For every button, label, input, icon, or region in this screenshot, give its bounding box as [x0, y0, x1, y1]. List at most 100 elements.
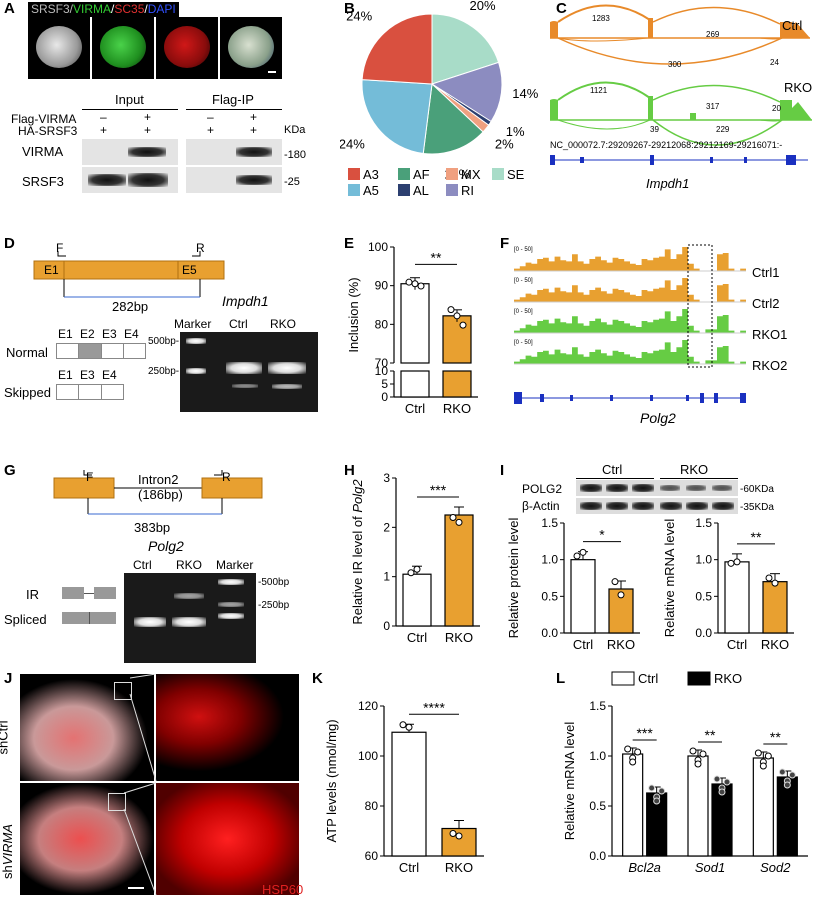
group-line: [660, 478, 738, 479]
y-axis-label: Relative IR level of Polg2: [350, 479, 365, 625]
zoom-box: [114, 682, 132, 700]
intron2-label: Intron2: [138, 472, 179, 487]
legend-swatch-ctrl: [611, 671, 635, 686]
legend-label-a3: A3: [363, 167, 379, 182]
y-tick-label: 1: [383, 570, 390, 584]
blot-polg2: [576, 480, 738, 496]
data-point: [733, 558, 741, 566]
panel-j: shCtrl shVIRMA HSP60: [0, 670, 310, 900]
x-tick-label: RKO: [443, 401, 471, 416]
pie-label-se: 20%: [470, 0, 496, 13]
panel-d: F R E1 E5 282bp Impdh1 E1 E2 E3 E4 Norma…: [0, 235, 340, 460]
highlight-box: [687, 244, 713, 368]
data-point: [723, 778, 731, 786]
gel-band: [218, 602, 244, 607]
exon-label: E4: [124, 327, 139, 341]
data-point: [413, 565, 421, 573]
band: [686, 502, 708, 510]
y-axis-label: Relative mRNA level: [562, 722, 577, 841]
legend-swatch-al: [398, 184, 410, 196]
panel-f: Ctrl1 Ctrl2 RKO1 RKO2 [0 - 50] [0 - 50] …: [500, 235, 817, 460]
coverage-tracks: [514, 244, 746, 404]
band: [632, 484, 654, 492]
data-point: [455, 832, 463, 840]
legend-label-af: AF: [413, 167, 430, 182]
y-tick-label: 5: [381, 377, 388, 391]
gene-name-impdh1: Impdh1: [646, 176, 690, 191]
data-point: [447, 306, 455, 314]
gene-model-exon: [540, 394, 544, 402]
data-point: [783, 781, 791, 789]
gene-model-exon: [610, 395, 613, 401]
sh-prefix: sh: [0, 865, 15, 879]
legend-label-ri: RI: [461, 183, 474, 198]
legend-swatch-mx: [446, 168, 458, 180]
y-tick-label: 1.5: [589, 699, 606, 713]
flag-ip-label: Flag-IP: [212, 92, 254, 107]
group-ctrl: Ctrl: [602, 462, 623, 477]
gene-name-polg2: Polg2: [148, 538, 184, 554]
panel-c: Ctrl RKO 1283 269 300 24 1121 317 20 39 …: [550, 0, 817, 230]
panel-g: F R Intron2 (186bp) 383bp Polg2 Ctrl RKO…: [0, 462, 340, 667]
blot-ip-srsf3: [186, 167, 282, 193]
gene-model-exon: [686, 395, 689, 401]
data-point: [407, 569, 415, 577]
junction-count: 300: [668, 60, 682, 69]
mark-r1-c2: +: [144, 110, 152, 124]
y-tick-label: 0: [383, 619, 390, 633]
stain-sep-2: /: [144, 2, 148, 16]
bar-ctrl-bcl2a: [622, 753, 644, 857]
data-point: [727, 559, 735, 567]
exon-box: [123, 344, 145, 358]
pie-label-a5: 24%: [340, 136, 365, 151]
data-point: [694, 760, 702, 768]
panel-label-i: I: [500, 462, 505, 479]
ip-line: [186, 109, 282, 110]
mw-25: -25: [284, 176, 300, 188]
data-point: [699, 750, 707, 758]
exon-label: E2: [80, 327, 95, 341]
exon-e1: E1: [44, 263, 59, 277]
nucleus-merge: [228, 26, 274, 68]
row-ha-srsf3: HA-SRSF3: [18, 124, 78, 138]
y-tick-label: 120: [358, 699, 378, 713]
panel-label-l: L: [556, 670, 566, 687]
hsp60-label: HSP60: [262, 882, 304, 897]
panel-label-c: C: [556, 0, 567, 17]
micrograph-shvirma: [20, 783, 154, 895]
sashimi-plot: [550, 4, 812, 165]
y-tick-label: 90: [375, 279, 389, 293]
micrograph-shctrl: [20, 674, 154, 781]
ctrl-track-label: Ctrl: [782, 18, 803, 33]
track-scale: [0 - 50]: [514, 278, 533, 284]
y-tick-label: 0.5: [695, 589, 712, 603]
pie-slice-af: [422, 82, 484, 155]
exon-box: [102, 385, 123, 399]
scale-bar: [268, 71, 276, 73]
band: [712, 502, 734, 510]
bar-rko: [444, 514, 474, 627]
gene-name-impdh1: Impdh1: [222, 293, 269, 309]
y-tick-label: 70: [375, 356, 389, 370]
data-point: [648, 784, 656, 792]
zoom-box: [108, 793, 126, 811]
gene-model-exon: [714, 393, 718, 403]
exon-box: [94, 587, 116, 599]
panel-a: SRSF3/VIRMA/SC35/DAPI Input Flag-IP Flag…: [0, 0, 340, 230]
y-tick-label: 0: [381, 390, 388, 404]
gel-band: [172, 617, 206, 627]
stain-virma: VIRMA: [73, 2, 112, 16]
lane-rko: RKO: [176, 558, 203, 572]
y-tick-label: 0.5: [589, 799, 606, 813]
normal-isoform: [56, 343, 146, 359]
panel-label-g: G: [4, 462, 16, 479]
significance-mark: ***: [430, 482, 447, 498]
y-tick-label: 3: [383, 471, 390, 485]
y-axis-label: Relative protein level: [506, 518, 521, 639]
mw-250bp: 250bp-: [148, 366, 180, 377]
y-tick-label: 100: [358, 749, 378, 763]
scale-bar: [128, 887, 144, 889]
